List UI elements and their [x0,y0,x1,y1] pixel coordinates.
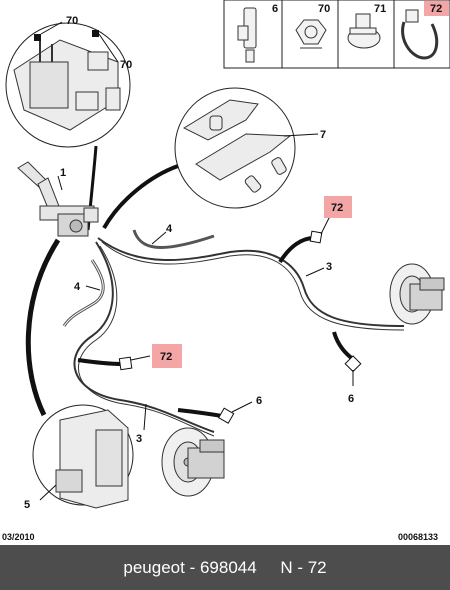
callout-72-upper: 72 [331,202,343,214]
parts-reference-table: 6 70 71 72 [223,0,450,69]
clamp-part-icon [347,13,381,49]
clip-part-icon [237,7,257,63]
callout-72-lower: 72 [160,351,172,363]
detail-circle-lever-mount [5,21,131,148]
handbrake-lever [17,161,99,237]
callout-6-lower: 6 [256,395,262,407]
detail-circle-cable-guide [174,87,319,209]
callout-70-lower: 70 [120,59,132,71]
cable-tie-part-icon [401,9,439,60]
table-ref-70: 70 [318,3,330,15]
caption-ref-label: N - 72 [280,557,327,577]
highlight-72-lower [152,344,182,368]
table-ref-71: 71 [374,3,386,15]
connector-arc [102,164,179,229]
callout-6-right-group: 6 [332,331,362,405]
nut-part-icon [295,19,327,49]
parts-diagram: 6 70 71 72 [2,0,450,542]
detail-circle-clip [32,404,134,509]
callout-3-right: 3 [326,261,332,273]
callout-6-right: 6 [348,393,354,405]
table-ref-72: 72 [430,3,442,15]
caption-brand: peugeot [123,557,185,577]
table-ref-6: 6 [272,3,278,15]
callout-72-lower-group: 72 [77,344,182,371]
caption-separator: - [184,557,200,577]
callout-4-left: 4 [74,281,81,293]
caption-part-number: 698044 [199,557,257,577]
brake-disc-lower [161,427,225,497]
callout-1: 1 [60,167,66,179]
footer-code: 00068133 [398,532,438,542]
callout-4-upper: 4 [166,223,173,235]
table-highlight-72 [424,1,449,16]
callout-7: 7 [320,129,326,141]
connector-arc [25,238,61,417]
footer-date: 03/2010 [2,532,35,542]
callout-3-lower: 3 [136,433,142,445]
callout-6-lower-group: 6 [177,395,262,424]
marker-square [92,30,99,37]
caption-bar: peugeot - 698044 N - 72 [0,545,450,590]
marker-square [34,34,41,41]
callout-72-upper-group: 72 [278,196,352,264]
brake-disc-right [389,263,445,325]
brake-cables [62,229,405,437]
callout-70-upper: 70 [66,15,78,27]
highlight-72-upper [324,196,352,218]
caption-gap [257,558,281,578]
callout-5: 5 [24,499,30,511]
